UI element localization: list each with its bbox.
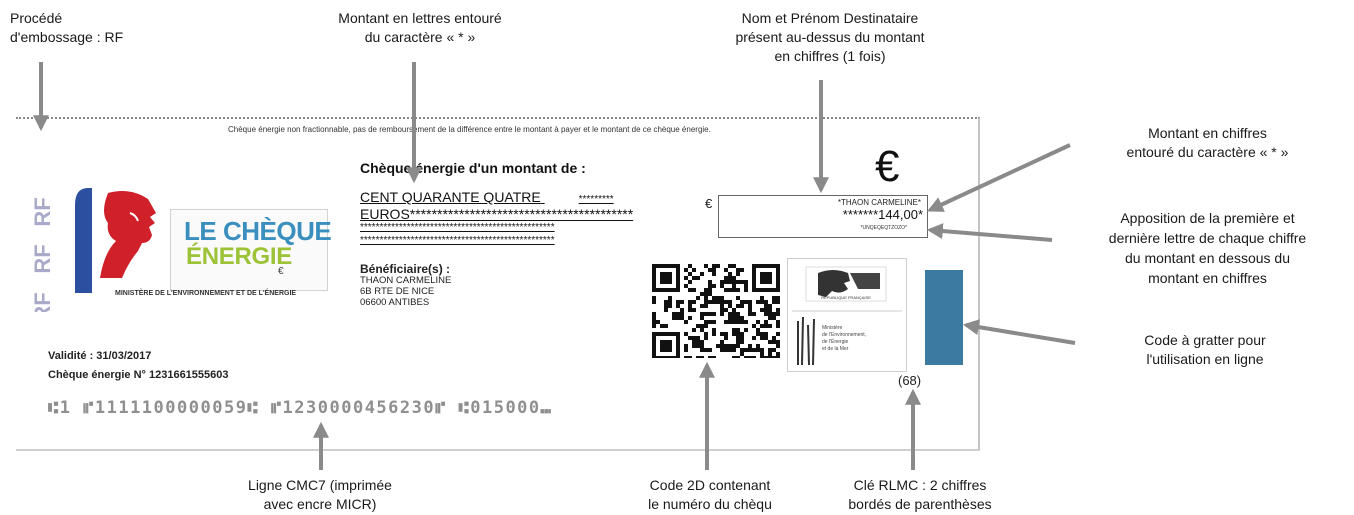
callout-rlmc: Clé RLMC : 2 chiffres bordés de parenthè… — [848, 477, 992, 512]
callout-scratch: Code à gratter pour l'utilisation en lig… — [1144, 332, 1266, 367]
amount-words-line: EUROS***********************************… — [360, 207, 634, 221]
logo-euro: € — [278, 266, 284, 277]
svg-text:de l'Énergie: de l'Énergie — [822, 338, 848, 345]
svg-text:et de la Mer: et de la Mer — [822, 346, 849, 352]
arrow-scratch — [962, 319, 1076, 345]
callout-embossing: Procédé d'embossage : RF — [10, 10, 124, 45]
amount-words-line: CENT QUARANTE QUATRE ********* — [360, 190, 614, 205]
rf-embossing-marks: RF RF RF — [30, 197, 55, 312]
beneficiary-label: Bénéficiaire(s) : — [360, 262, 451, 276]
callout-code2d: Code 2D contenant le numéro du chèqu — [648, 477, 772, 512]
euro-sign-small: € — [705, 196, 713, 211]
validity-block: Validité : 31/03/2017 Chèque énergie N° … — [48, 347, 229, 385]
amount-figures: *******144,00* — [842, 207, 923, 222]
rf-mark: RF — [30, 197, 55, 226]
validity-date: Validité : 31/03/2017 — [48, 350, 152, 362]
logo-lead-text: LE CHÈQUE — [184, 216, 332, 246]
callout-recipient: Nom et Prénom Destinataire présent au-de… — [735, 10, 925, 64]
amount-words-line: ****************************************… — [360, 222, 555, 233]
qr-code-icon — [652, 264, 780, 358]
scratch-code-area — [925, 270, 963, 365]
marianne-flag-icon — [75, 188, 156, 293]
amount-letters-code: *UNQEQEQTZOZO* — [860, 225, 907, 231]
amount-in-words: CENT QUARANTE QUATRE ********* EUROS****… — [360, 190, 690, 247]
marianne-emblem-icon: RÉPUBLIQUE FRANÇAISE Ministère de l'Envi… — [792, 266, 902, 366]
amount-words-line: ****************************************… — [360, 235, 555, 246]
callout-cmc7: Ligne CMC7 (imprimée avec encre MICR) — [248, 477, 392, 512]
cmc7-line: ⑆1 ⑈1111100000059⑆ ⑈1230000456230⑈ ⑆0150… — [48, 398, 553, 418]
rf-mark: RF — [30, 244, 55, 273]
cheque-number: Chèque énergie N° 1231661555603 — [48, 369, 229, 381]
amount-title: Chèque énergie d'un montant de : — [360, 160, 586, 176]
callout-letters: Apposition de la première et dernière le… — [1108, 210, 1307, 286]
recipient-name: *THAON CARMELINE* — [837, 198, 921, 207]
callout-amount-words: Montant en lettres entouré du caractère … — [338, 10, 502, 45]
callout-amount-figures: Montant en chiffres entouré du caractère… — [1126, 125, 1289, 160]
svg-text:de l'Environnement,: de l'Environnement, — [822, 332, 866, 338]
government-logo-block: RÉPUBLIQUE FRANÇAISE Ministère de l'Envi… — [787, 258, 907, 372]
logo-panel — [170, 209, 328, 291]
rf-mark: RF — [30, 292, 55, 312]
beneficiary-address: THAON CARMELINE 6B RTE DE NICE 06600 ANT… — [360, 275, 452, 308]
logo-main-text: ÉNERGIE — [186, 243, 292, 270]
svg-text:Ministère: Ministère — [822, 325, 843, 331]
amount-figures-box: *THAON CARMELINE* *******144,00* *UNQEQE… — [718, 195, 928, 238]
svg-text:RÉPUBLIQUE FRANÇAISE: RÉPUBLIQUE FRANÇAISE — [821, 295, 871, 300]
ministry-label: MINISTÈRE DE L'ENVIRONNEMENT ET DE L'ÉNE… — [115, 290, 297, 297]
euro-sign-big: € — [875, 142, 900, 191]
cheque-notice: Chèque énergie non fractionnable, pas de… — [228, 125, 711, 134]
rlmc-key: (68) — [898, 373, 922, 388]
